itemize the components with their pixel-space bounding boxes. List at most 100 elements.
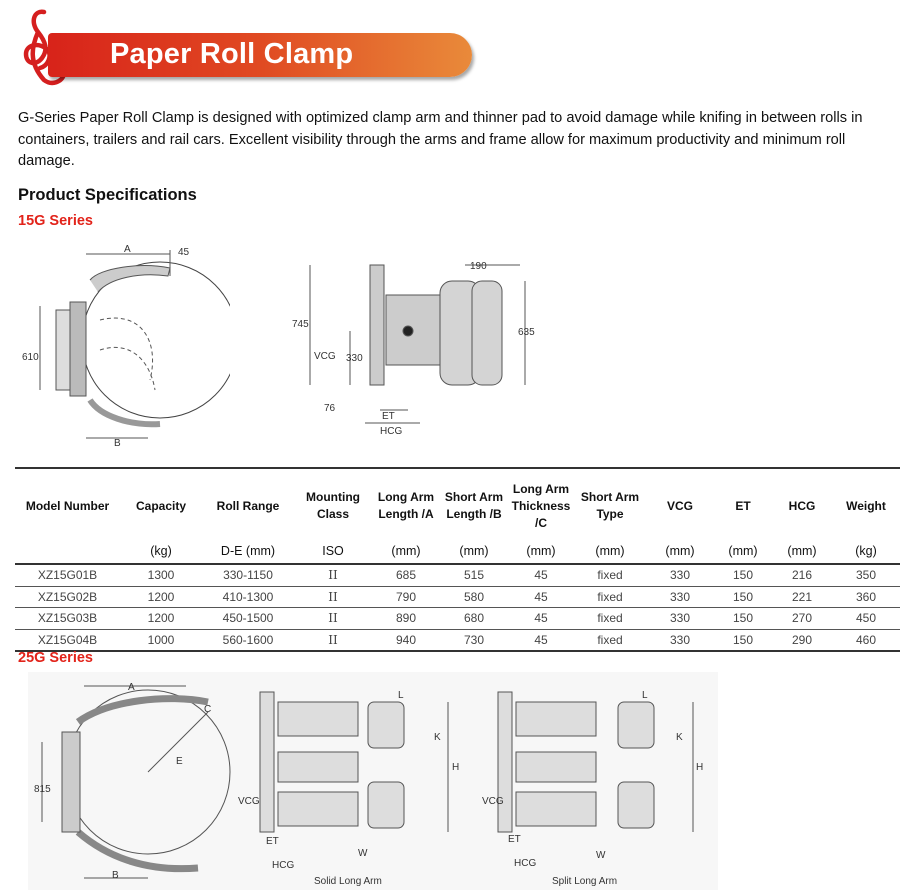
table-cell: 410-1300 bbox=[202, 586, 294, 608]
unit: (mm) bbox=[508, 543, 574, 565]
table-cell: fixed bbox=[574, 607, 646, 630]
table-cell: 680 bbox=[440, 607, 508, 630]
unit: (mm) bbox=[372, 543, 440, 565]
table-cell: 790 bbox=[372, 586, 440, 608]
table-cell: 150 bbox=[714, 564, 772, 587]
dim-a: A bbox=[124, 244, 131, 255]
dim-hcg: HCG bbox=[514, 858, 536, 869]
specs-heading: Product Specifications bbox=[18, 186, 197, 204]
table-cell: XZ15G02B bbox=[15, 586, 120, 608]
col-mounting: Mounting Class bbox=[294, 467, 372, 543]
unit: (mm) bbox=[440, 543, 508, 565]
dim-635: 635 bbox=[518, 327, 535, 338]
col-model: Model Number bbox=[15, 467, 120, 543]
dim-c: C bbox=[204, 704, 211, 715]
col-weight: Weight bbox=[832, 467, 900, 543]
dim-76: 76 bbox=[324, 403, 336, 414]
table-cell: 290 bbox=[772, 629, 832, 652]
dim-k: K bbox=[676, 732, 683, 743]
table-cell: fixed bbox=[574, 586, 646, 608]
table-cell: 730 bbox=[440, 629, 508, 652]
table-cell: 221 bbox=[772, 586, 832, 608]
table-cell: 350 bbox=[832, 564, 900, 587]
table-cell: 330 bbox=[646, 586, 714, 608]
table-cell: 216 bbox=[772, 564, 832, 587]
dim-et: ET bbox=[508, 834, 521, 845]
table-cell: 330 bbox=[646, 629, 714, 652]
dim-a: A bbox=[128, 682, 135, 693]
col-short-arm-length: Short Arm Length /B bbox=[440, 467, 508, 543]
table-cell: II bbox=[294, 607, 372, 630]
table-cell: 45 bbox=[508, 564, 574, 587]
unit: (mm) bbox=[574, 543, 646, 565]
caption-solid-long-arm: Solid Long Arm bbox=[314, 876, 382, 887]
dim-vcg: VCG bbox=[314, 351, 336, 362]
table-cell: 150 bbox=[714, 629, 772, 652]
table-cell: 45 bbox=[508, 629, 574, 652]
dim-330: 330 bbox=[346, 353, 363, 364]
unit: (mm) bbox=[772, 543, 832, 565]
caption-split-long-arm: Split Long Arm bbox=[552, 876, 617, 887]
table-cell: fixed bbox=[574, 629, 646, 652]
table-cell: 940 bbox=[372, 629, 440, 652]
unit: (mm) bbox=[714, 543, 772, 565]
table-cell: 360 bbox=[832, 586, 900, 608]
table-cell: II bbox=[294, 564, 372, 587]
table-cell: 580 bbox=[440, 586, 508, 608]
unit: (kg) bbox=[120, 543, 202, 565]
table-units-row: (kg)D-E (mm)ISO(mm)(mm)(mm)(mm)(mm)(mm)(… bbox=[15, 543, 900, 565]
table-cell: fixed bbox=[574, 564, 646, 587]
table-cell: 45 bbox=[508, 586, 574, 608]
diagrams-25g: A C E 815 B L K H VCG ET HCG W Solid Lon… bbox=[28, 672, 718, 890]
unit: (kg) bbox=[832, 543, 900, 565]
table-cell: 330 bbox=[646, 564, 714, 587]
dim-l: L bbox=[642, 690, 648, 701]
dim-815: 815 bbox=[34, 784, 51, 795]
table-cell: 330-1150 bbox=[202, 564, 294, 587]
diagram-15g-side-view: 190 745 635 VCG 330 76 ET HCG bbox=[292, 261, 535, 437]
page-title: Paper Roll Clamp bbox=[110, 38, 354, 70]
dim-h: H bbox=[452, 762, 459, 773]
dim-745: 745 bbox=[292, 319, 309, 330]
table-cell: XZ15G01B bbox=[15, 564, 120, 587]
dim-vcg: VCG bbox=[482, 796, 504, 807]
dim-hcg: HCG bbox=[272, 860, 294, 871]
table-cell: 685 bbox=[372, 564, 440, 587]
dim-190: 190 bbox=[470, 261, 487, 272]
intro-paragraph: G-Series Paper Roll Clamp is designed wi… bbox=[18, 110, 863, 169]
col-hcg: HCG bbox=[772, 467, 832, 543]
col-vcg: VCG bbox=[646, 467, 714, 543]
dim-h: H bbox=[696, 762, 703, 773]
spec-table: Model Number Capacity Roll Range Mountin… bbox=[15, 467, 900, 652]
unit: ISO bbox=[294, 543, 372, 565]
table-cell: 330 bbox=[646, 607, 714, 630]
unit bbox=[15, 543, 120, 565]
table-cell: 150 bbox=[714, 607, 772, 630]
title-banner bbox=[48, 33, 472, 77]
dim-et: ET bbox=[382, 411, 395, 422]
table-cell: 1200 bbox=[120, 586, 202, 608]
dim-vcg: VCG bbox=[238, 796, 260, 807]
table-cell: 45 bbox=[508, 607, 574, 630]
dim-w: W bbox=[358, 848, 368, 859]
dim-l: L bbox=[398, 690, 404, 701]
table-cell: 1200 bbox=[120, 607, 202, 630]
table-cell: II bbox=[294, 586, 372, 608]
table-cell: 150 bbox=[714, 586, 772, 608]
dim-b: B bbox=[114, 438, 121, 449]
col-et: ET bbox=[714, 467, 772, 543]
col-short-arm-type: Short Arm Type bbox=[574, 467, 646, 543]
table-cell: 460 bbox=[832, 629, 900, 652]
table-cell: 560-1600 bbox=[202, 629, 294, 652]
table-cell: 890 bbox=[372, 607, 440, 630]
dim-b: B bbox=[112, 870, 119, 881]
table-cell: 270 bbox=[772, 607, 832, 630]
col-long-arm-length: Long Arm Length /A bbox=[372, 467, 440, 543]
diagram-15g-top-view: A 45 610 B bbox=[22, 244, 230, 449]
series-15g-title: 15G Series bbox=[18, 213, 93, 229]
table-cell: XZ15G03B bbox=[15, 607, 120, 630]
dim-hcg: HCG bbox=[380, 426, 402, 437]
